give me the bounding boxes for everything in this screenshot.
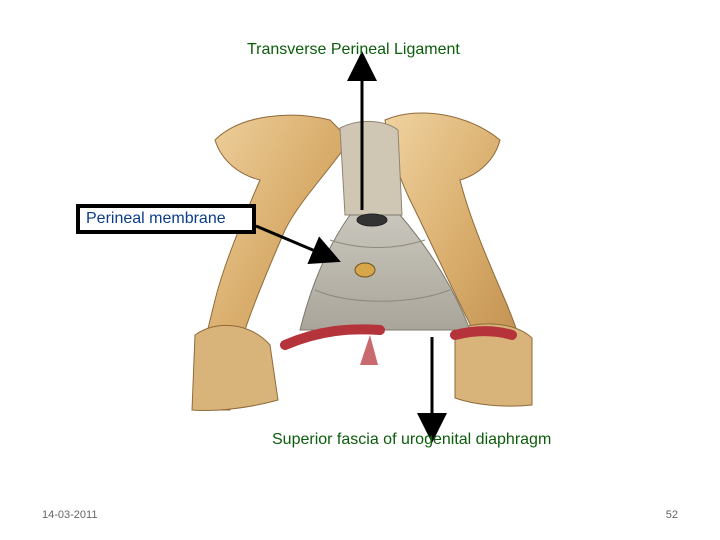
right-ramus xyxy=(454,323,533,407)
arrow-perineal-membrane xyxy=(255,224,341,264)
pubic-symphysis xyxy=(339,121,403,216)
label-transverse-perineal-ligament: Transverse Perineal Ligament xyxy=(247,41,460,58)
footer-date: 14-03-2011 xyxy=(42,509,98,521)
right-vessel xyxy=(450,326,517,340)
left-ramus xyxy=(191,324,279,411)
label-perineal-membrane-text: Perineal membrane xyxy=(86,210,226,227)
label-superior-fascia: Superior fascia of urogenital diaphragm xyxy=(272,431,552,448)
label-perineal-membrane: Perineal membrane xyxy=(76,204,256,234)
footer-page-number: 52 xyxy=(665,509,678,521)
left-vessel xyxy=(280,324,385,350)
dorsal-vein xyxy=(356,213,388,227)
urethra xyxy=(354,262,376,278)
central-vessel xyxy=(360,335,378,365)
